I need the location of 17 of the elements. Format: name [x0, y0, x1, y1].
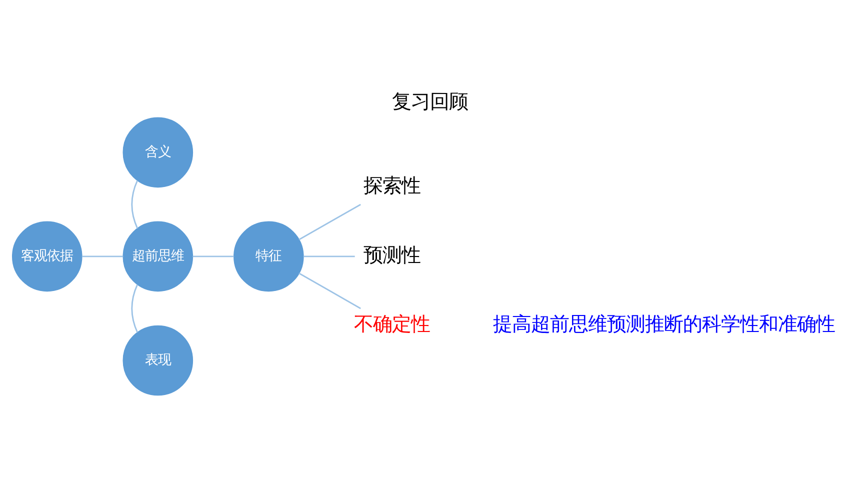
node-circle: 表现	[122, 325, 194, 396]
connector	[131, 180, 138, 229]
node-text: 不确定性	[354, 314, 430, 336]
connector	[303, 256, 355, 258]
node-text: 预测性	[363, 245, 420, 266]
diagram-title: 复习回顾	[392, 90, 468, 114]
node-circle: 超前思维	[122, 221, 194, 292]
connector	[298, 272, 361, 310]
node-text: 探索性	[363, 176, 420, 197]
connector	[82, 256, 124, 258]
node-circle: 含义	[122, 117, 194, 188]
label: 提高超前思维预测推断的科学性和准确性	[493, 314, 836, 336]
connector	[192, 256, 234, 258]
connector	[131, 284, 138, 333]
node-circle: 客观依据	[12, 221, 82, 292]
node-circle: 特征	[234, 221, 304, 292]
connector	[298, 204, 361, 240]
